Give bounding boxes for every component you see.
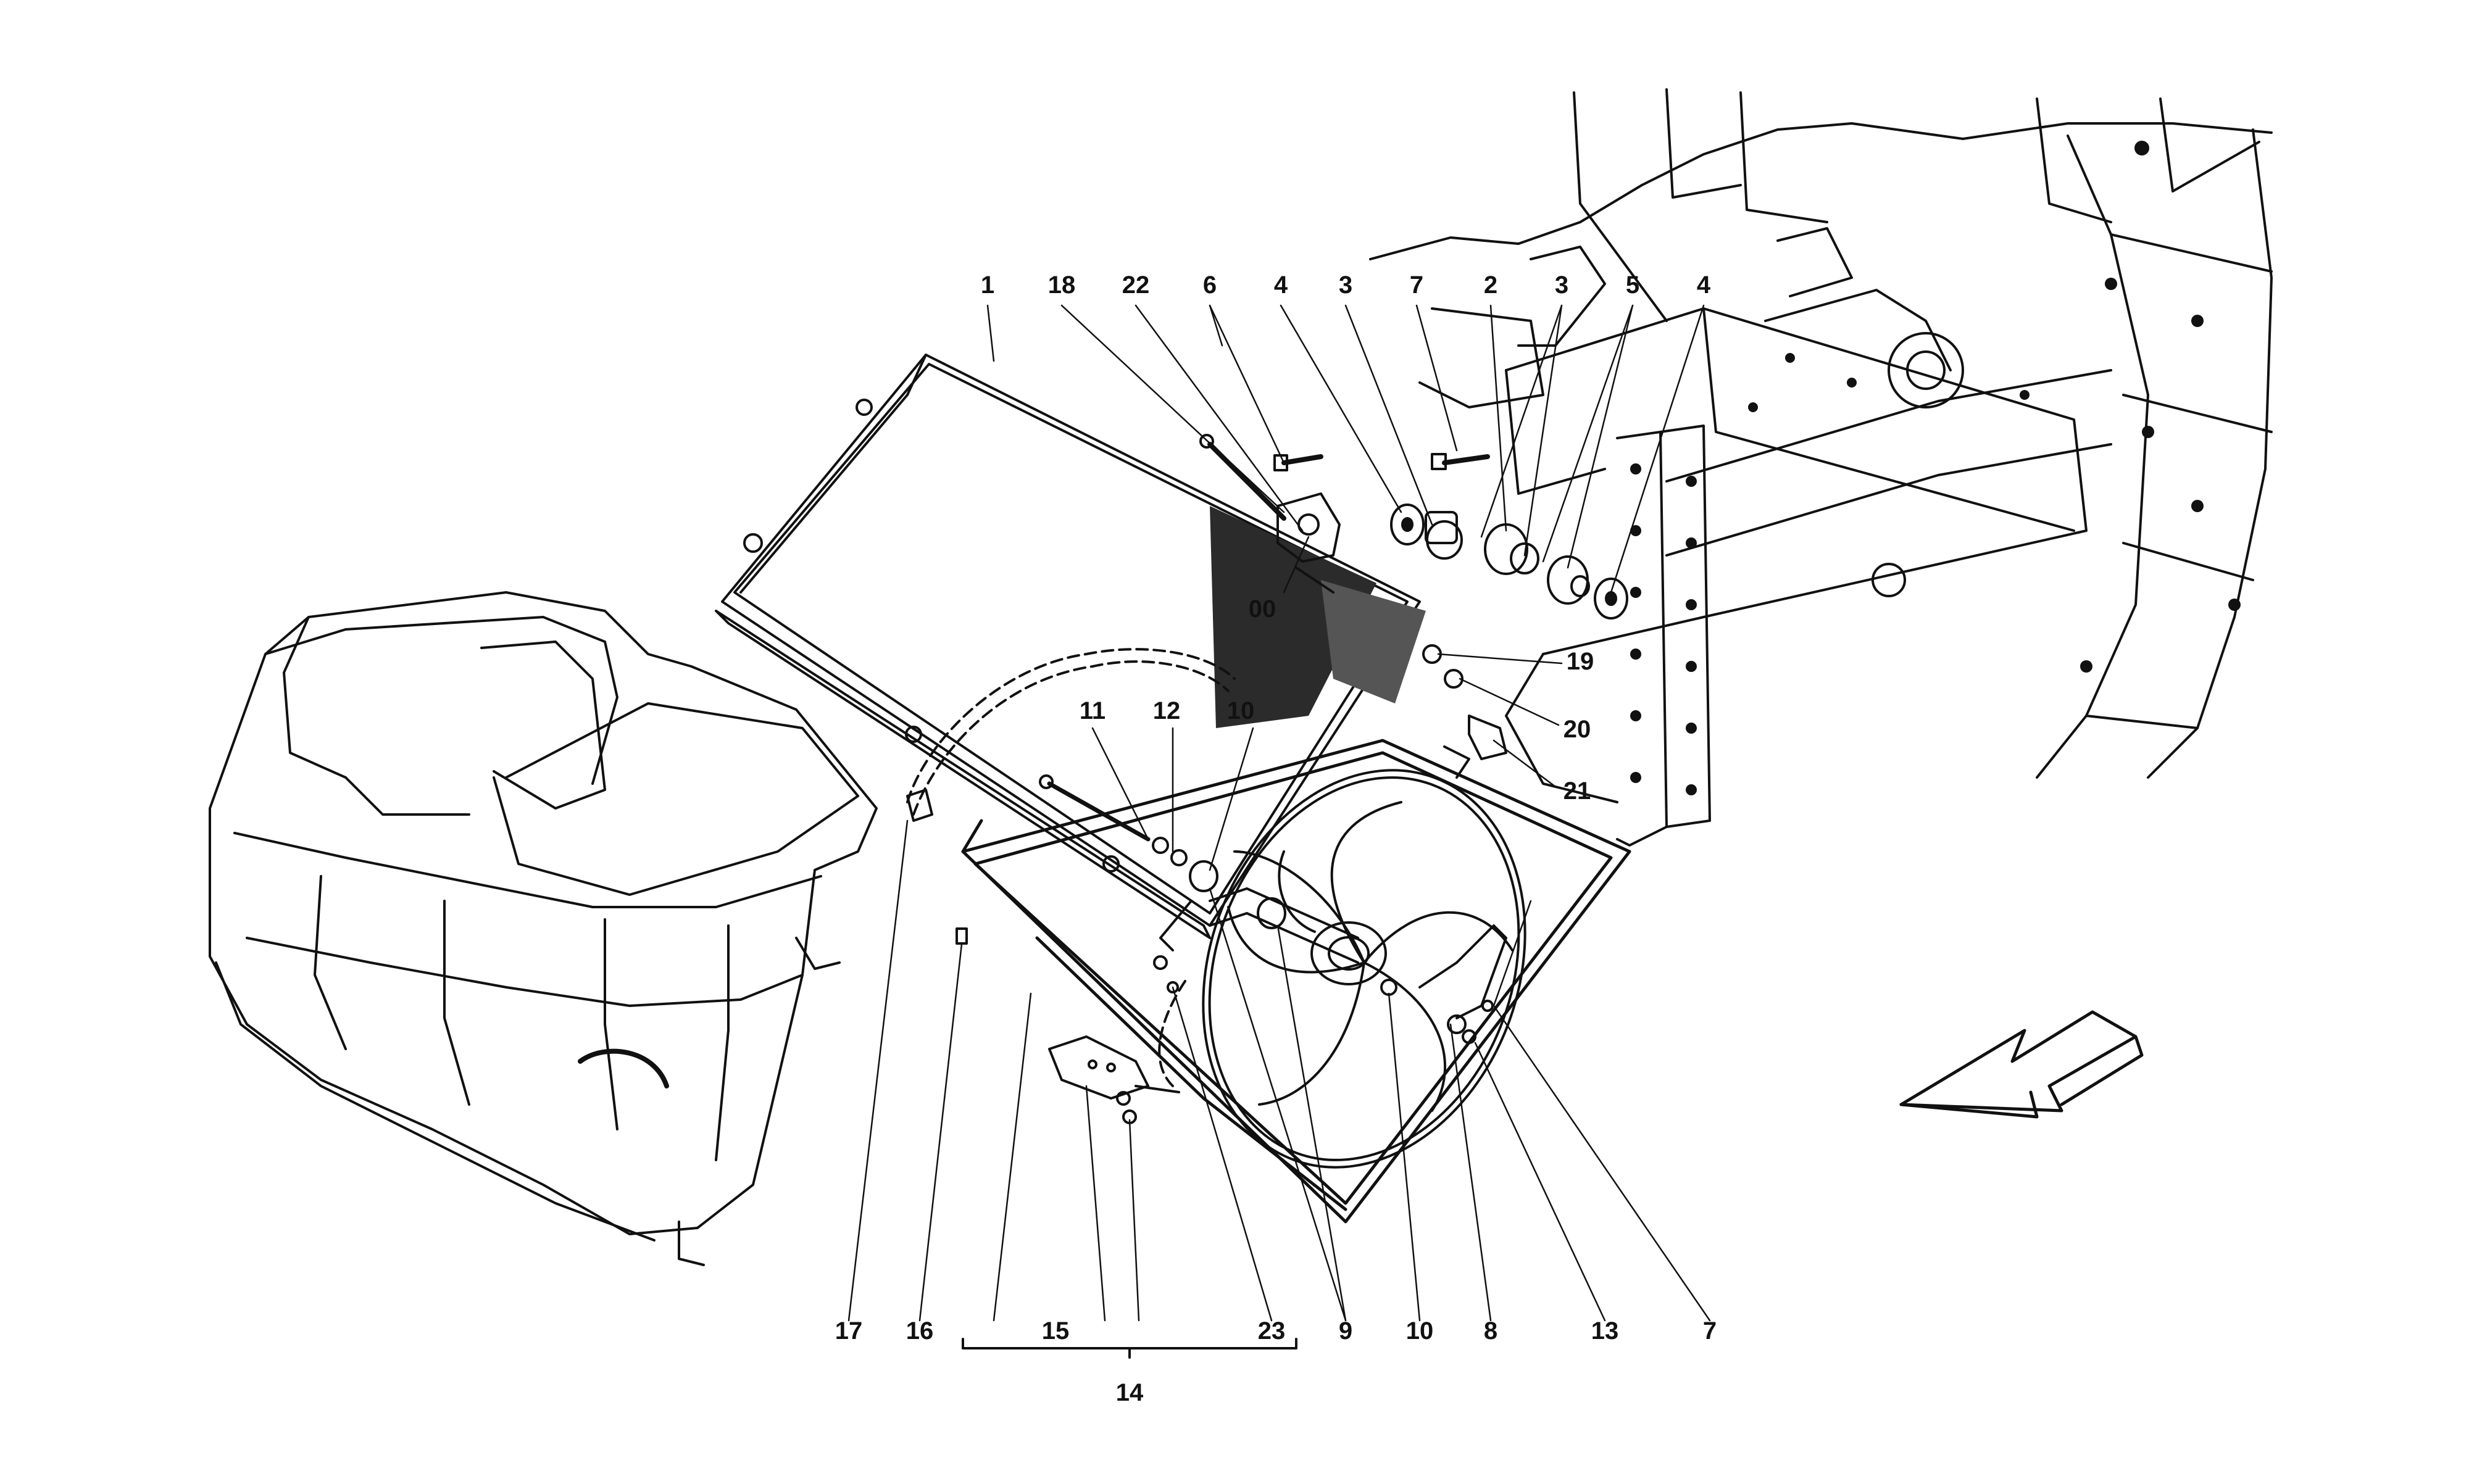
callout-top-3: 6: [1203, 272, 1217, 299]
condenser-panel: [715, 354, 1421, 939]
callout-top-8: 3: [1555, 272, 1568, 299]
callout-right-0: 19: [1567, 648, 1594, 675]
callout-mid-2: 12: [1153, 697, 1181, 724]
callout-top-5: 3: [1339, 272, 1352, 299]
chassis-bolts: [1630, 141, 2241, 795]
callout-top-10: 4: [1697, 272, 1711, 299]
callout-mid-3: 10: [1227, 697, 1255, 724]
leader-lines: [847, 304, 1711, 1359]
callout-bottom-5: 9: [1339, 1317, 1352, 1345]
callout-top-4: 4: [1274, 272, 1288, 299]
callout-right-1: 20: [1563, 716, 1591, 743]
callout-bottom-9: 7: [1703, 1317, 1717, 1345]
callout-top-7: 2: [1484, 272, 1497, 299]
air-duct-assembly: [209, 591, 878, 1266]
callout-bottom-7: 8: [1484, 1317, 1497, 1345]
callout-bottom-2: 15: [1042, 1317, 1070, 1345]
callout-bottom-6: 10: [1406, 1317, 1434, 1345]
callout-bottom-8: 13: [1591, 1317, 1619, 1345]
callout-top-6: 7: [1410, 272, 1423, 299]
callout-bottom-0: 17: [835, 1317, 863, 1345]
callout-top-1: 18: [1048, 272, 1076, 299]
callout-mid-1: 11: [1080, 697, 1105, 724]
callout-bottom-4: 23: [1258, 1317, 1286, 1345]
callout-top-0: 1: [981, 272, 994, 299]
callout-top-2: 22: [1122, 272, 1150, 299]
callout-right-2: 21: [1563, 777, 1591, 805]
mounting-hardware: [906, 434, 1628, 1124]
chassis-frame: [1369, 88, 2273, 847]
forward-direction-arrow: [1899, 1010, 2144, 1119]
callout-top-9: 5: [1626, 272, 1639, 299]
condenser-fin-block: [1210, 506, 1426, 728]
callout-bottom-3: 14: [1116, 1379, 1144, 1406]
callout-bottom-1: 16: [906, 1317, 934, 1345]
callout-mid-0: 00: [1249, 595, 1276, 623]
